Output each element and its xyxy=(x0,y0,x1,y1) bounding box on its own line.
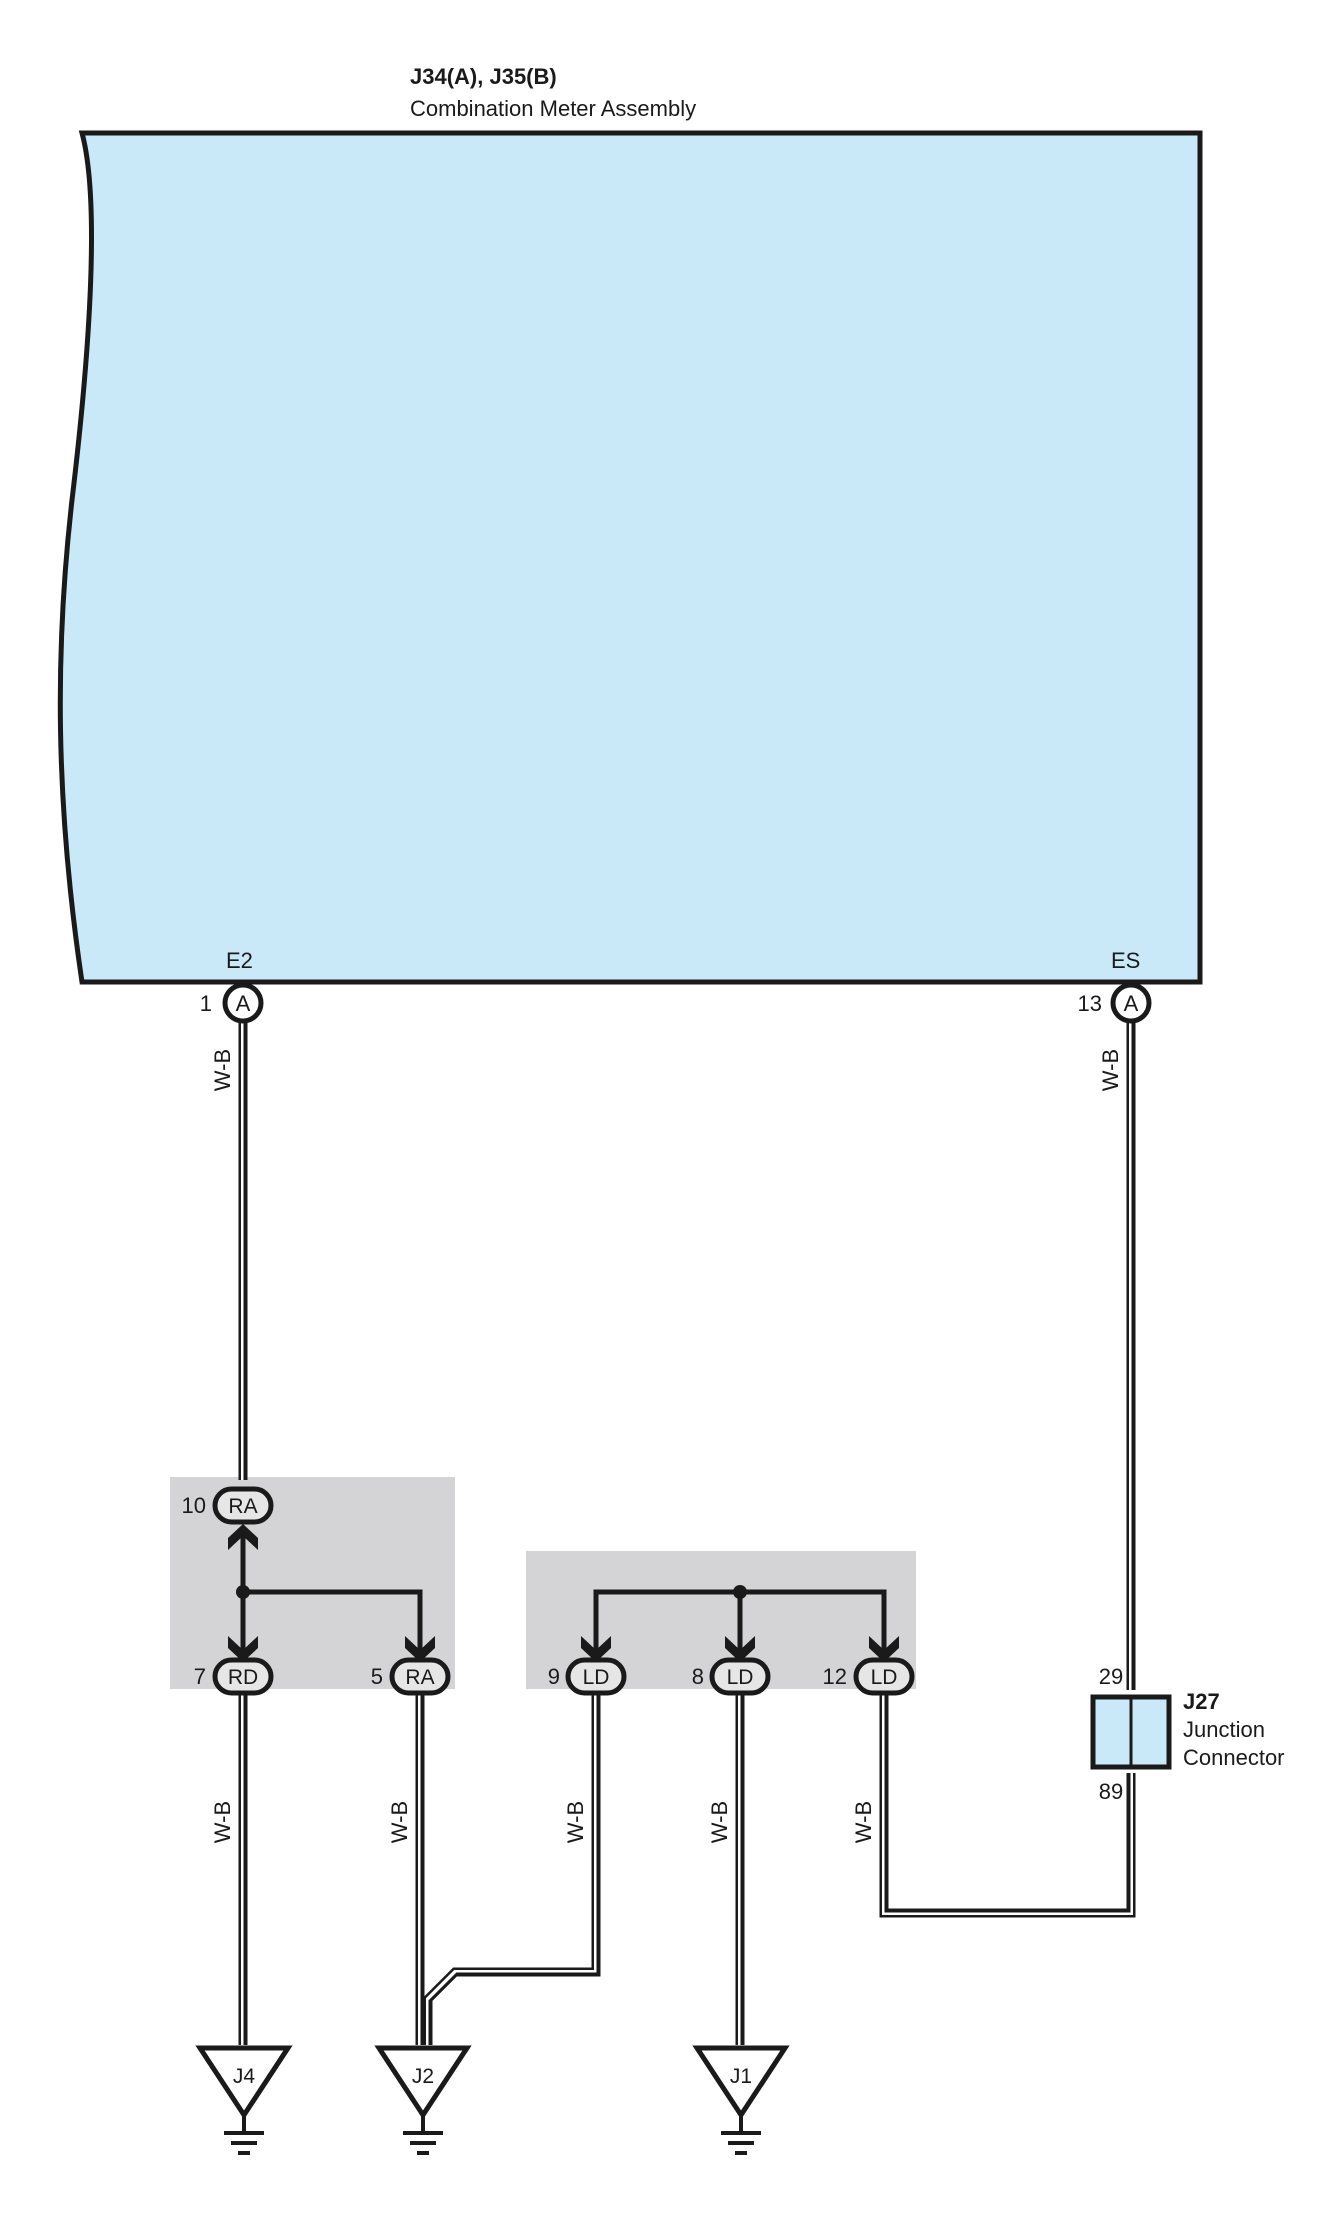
svg-text:LD: LD xyxy=(871,1666,898,1689)
pill-ld12: LD xyxy=(853,1657,915,1696)
ground-j2: J2 xyxy=(374,2045,472,2155)
svg-text:LD: LD xyxy=(583,1666,610,1689)
wire-ra5-to-j2 xyxy=(415,1694,425,2045)
svg-text:RA: RA xyxy=(228,1495,257,1518)
wire-label-ld9: W-B xyxy=(563,1801,588,1843)
terminal-es-label: ES xyxy=(1111,948,1140,973)
pin-8: 8 xyxy=(692,1664,704,1689)
wire-label-es: W-B xyxy=(1098,1049,1123,1091)
terminal-e2-label: E2 xyxy=(226,948,253,973)
svg-text:A: A xyxy=(236,991,251,1016)
component-id: J34(A), J35(B) xyxy=(410,64,557,89)
component-name: Combination Meter Assembly xyxy=(410,96,696,121)
wire-e2-to-ra10 xyxy=(238,1016,248,1480)
pill-rd7: RD xyxy=(212,1657,274,1696)
wire-ld9-to-j2 xyxy=(423,1694,601,2045)
pin-9: 9 xyxy=(548,1664,560,1689)
j27-pin-bottom: 89 xyxy=(1099,1779,1123,1804)
ground-j4: J4 xyxy=(195,2045,293,2155)
splice-dot-middle xyxy=(733,1585,747,1599)
j27-id: J27 xyxy=(1183,1689,1220,1714)
wire-rd7-to-j4 xyxy=(238,1694,248,2045)
pin-7: 7 xyxy=(194,1664,206,1689)
svg-text:J4: J4 xyxy=(233,2065,256,2088)
wire-es-to-j27 xyxy=(1126,1016,1136,1690)
svg-text:J2: J2 xyxy=(412,2065,434,2088)
terminal-es-pin: 13 xyxy=(1078,991,1102,1016)
svg-text:A: A xyxy=(1124,991,1139,1016)
pill-ra10: RA xyxy=(212,1486,274,1525)
pill-ra5: RA xyxy=(389,1657,451,1696)
ground-j1: J1 xyxy=(692,2045,790,2155)
combination-meter-box xyxy=(57,130,1203,985)
terminal-e2-connector: A xyxy=(222,982,264,1024)
pin-10: 10 xyxy=(182,1493,206,1518)
svg-text:J1: J1 xyxy=(730,2065,752,2088)
j27-connector-symbol xyxy=(1090,1694,1172,1770)
svg-text:RA: RA xyxy=(405,1666,434,1689)
wire-label-ld8: W-B xyxy=(707,1801,732,1843)
pin-5: 5 xyxy=(371,1664,383,1689)
svg-text:LD: LD xyxy=(727,1666,754,1689)
j27-name-line1: Junction xyxy=(1183,1717,1265,1742)
j27-pin-top: 29 xyxy=(1099,1664,1123,1689)
pin-12: 12 xyxy=(823,1664,847,1689)
wire-label-e2: W-B xyxy=(210,1049,235,1091)
j27-name-line2: Connector xyxy=(1183,1745,1285,1770)
junction-block-left xyxy=(170,1477,455,1689)
wire-label-ra5: W-B xyxy=(387,1801,412,1843)
up-arrow-ra10 xyxy=(228,1524,258,1550)
terminal-e2-pin: 1 xyxy=(200,991,212,1016)
svg-text:RD: RD xyxy=(228,1666,258,1689)
terminal-es-connector: A xyxy=(1110,982,1152,1024)
wire-label-rd7: W-B xyxy=(210,1801,235,1843)
wire-ld8-to-j1 xyxy=(735,1694,745,2045)
wires xyxy=(238,1016,1136,2045)
wire-label-ld12: W-B xyxy=(851,1801,876,1843)
wire-ld12-to-j27 xyxy=(879,1694,1136,1918)
pill-ld8: LD xyxy=(709,1657,771,1696)
splice-dot-left xyxy=(236,1585,250,1599)
pill-ld9: LD xyxy=(565,1657,627,1696)
